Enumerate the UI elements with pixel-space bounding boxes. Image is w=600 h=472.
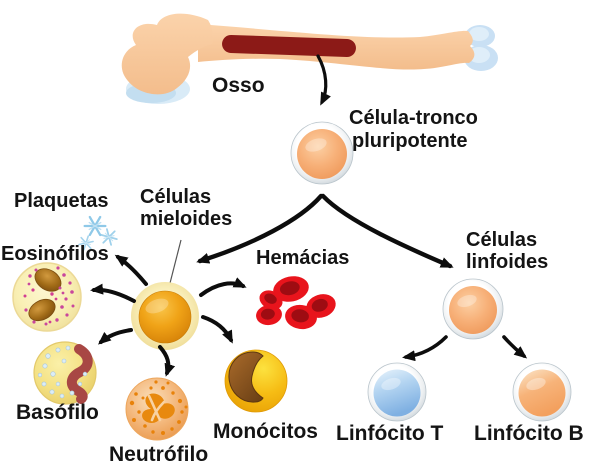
b-lymphocyte-cell <box>512 362 572 422</box>
bone-illustration <box>121 13 498 104</box>
branch-arrow-to-lymphoid <box>320 193 454 269</box>
neutrophil-granules <box>129 380 188 435</box>
basophil-nucleus <box>66 344 93 404</box>
monocyte-nucleus <box>228 351 264 403</box>
label-myeloid-line1: Células <box>140 186 212 208</box>
label-t-lymphocyte: Linfócito T <box>336 422 444 445</box>
label-lymphoid-cells: Células linfoides <box>466 229 548 273</box>
bone-marrow <box>222 34 356 58</box>
marrow-to-stem-arrow <box>316 54 331 106</box>
label-myeloid-line2: mieloides <box>140 208 233 230</box>
monocyte-cell <box>224 349 288 413</box>
platelet-icon <box>83 215 107 237</box>
label-monocytes: Monócitos <box>213 420 318 443</box>
basophil-cell <box>33 341 97 405</box>
label-myeloid-cells: Células mieloides <box>140 186 232 230</box>
label-stem-cell-line1: Célula-tronco <box>349 107 478 129</box>
arrow-to-basophil <box>97 328 133 345</box>
label-neutrophil: Neutrófilo <box>109 443 209 466</box>
lymphoid-cell <box>442 278 504 340</box>
label-platelets: Plaquetas <box>14 190 109 212</box>
eosinophil-granules <box>23 266 75 326</box>
label-red-blood-cells: Hemácias <box>256 247 350 269</box>
basophil-granules <box>37 345 88 399</box>
arrow-to-neutrophil <box>158 345 176 377</box>
label-stem-cell: Célula-tronco pluripotente <box>349 107 478 153</box>
label-lymphoid-line2: linfoides <box>466 251 549 273</box>
arrow-to-monocyte <box>201 315 233 344</box>
label-b-lymphocyte: Linfócito B <box>474 422 584 445</box>
eosinophil-cell <box>12 262 82 332</box>
branch-arrow-to-myeloid <box>196 193 324 264</box>
arrow-to-b-lymphocyte <box>502 335 528 359</box>
stem-cell <box>290 121 354 185</box>
red-blood-cells <box>256 276 336 330</box>
t-lymphocyte-cell <box>367 362 427 422</box>
label-basophil: Basófilo <box>16 401 99 424</box>
arrow-to-t-lymphocyte <box>402 335 448 362</box>
label-eosinophils: Eosinófilos <box>1 243 109 265</box>
arrow-to-red-cells <box>199 277 247 297</box>
arrow-to-eosinophil <box>90 283 136 303</box>
label-bone: Osso <box>212 74 265 97</box>
neutrophil-cell <box>125 377 189 441</box>
label-stem-cell-line2: pluripotente <box>352 130 468 152</box>
arrow-to-platelets <box>114 254 148 286</box>
myeloid-arrows <box>90 254 247 377</box>
myeloid-cell <box>131 282 199 350</box>
label-lymphoid-line1: Células <box>466 229 538 251</box>
